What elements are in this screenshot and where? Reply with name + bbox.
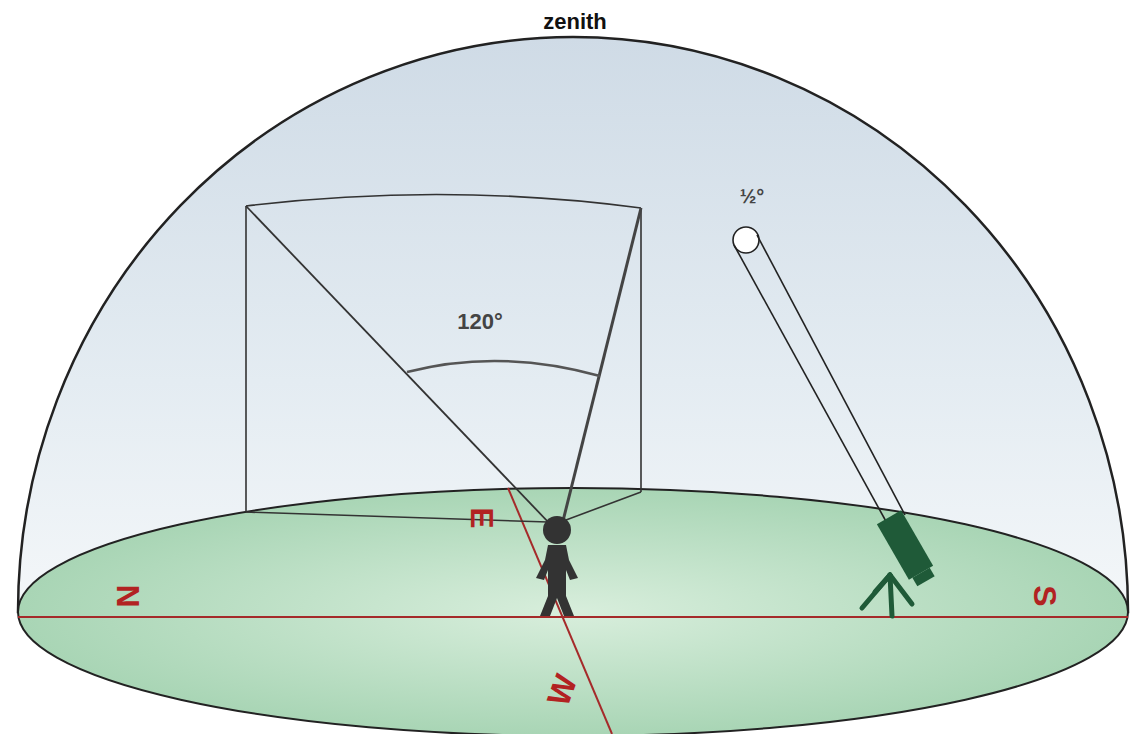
field-of-view <box>246 194 641 525</box>
compass-label: E <box>466 507 498 528</box>
compass-label: S <box>1029 585 1061 606</box>
north-south-line <box>18 616 1128 618</box>
zenith-label: zenith <box>543 11 607 33</box>
telescope <box>733 227 938 616</box>
angle-label: 120° <box>457 311 503 333</box>
angle-label: ½° <box>740 186 765 206</box>
east-west-line <box>508 488 612 734</box>
observer <box>536 516 578 616</box>
horizon-plane <box>18 488 1128 734</box>
compass-label: N <box>112 584 144 607</box>
